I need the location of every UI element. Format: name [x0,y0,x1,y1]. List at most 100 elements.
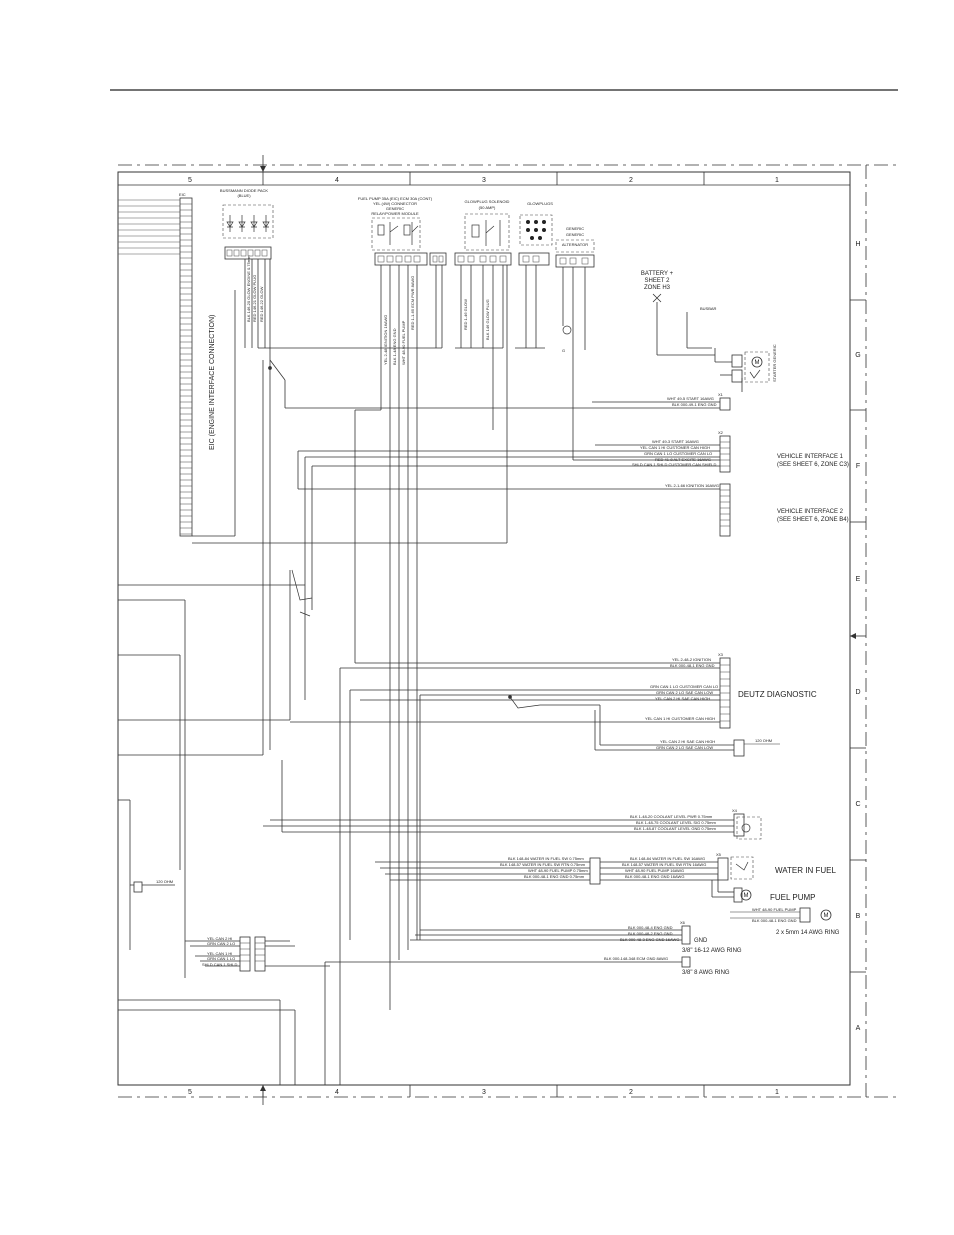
fuel-pump-2: M WHT 48-90 FUEL PUMP BLK 000-48-1 ENG G… [730,907,840,936]
svg-text:GRN CAN 2 LO: GRN CAN 2 LO [207,941,235,946]
term-id: X3 [718,652,724,657]
diode-wire-label: RED 146-21 GLOW PLUG [252,275,257,322]
relay-vertical-wires [380,265,443,1010]
svg-text:YEL (4W) CONNECTOR: YEL (4W) CONNECTOR [373,201,417,206]
svg-text:BLK 000-49-1 ENG GND: BLK 000-49-1 ENG GND [672,402,717,407]
vehicle-interface-2-connector: VEHICLE INTERFACE 2 (SEE SHEET 6, ZONE B… [719,483,849,537]
fuel-pump-relay: FUEL PUMP 35A (EIC) ECM 30A (CONT) YEL (… [358,196,447,266]
svg-text:GLOWPLUGS: GLOWPLUGS [527,201,553,206]
svg-text:120 OHM: 120 OHM [755,738,772,743]
term-id: X6 [680,920,686,925]
gnd-stud: GND 3/8" 16-12 AWG RING [681,925,742,954]
col-label: 2 [629,1089,633,1096]
svg-text:BLK 146 GLOW PLUG: BLK 146 GLOW PLUG [485,299,490,340]
svg-text:DEUTZ DIAGNOSTIC: DEUTZ DIAGNOSTIC [738,690,817,699]
svg-text:WHT 48-90 FUEL PUMP 16AWG: WHT 48-90 FUEL PUMP 16AWG [625,868,684,873]
col-label: 2 [629,177,633,184]
coolant-level-sensor [733,813,762,840]
svg-text:SHEET 2: SHEET 2 [645,278,671,284]
svg-text:BUSSMANN DIODE PACK: BUSSMANN DIODE PACK [220,188,268,193]
svg-text:(50 AMP): (50 AMP) [479,205,496,210]
center-arrow-right [850,633,856,639]
col-label: 1 [775,1089,779,1096]
svg-text:RED 1-1-65 ECM PWR 8AWG: RED 1-1-65 ECM PWR 8AWG [410,276,415,330]
diode-wire-label: BLK 146-20 GLOW ENGINE 0.75mm [246,255,251,322]
term-id: X1 [718,392,724,397]
row-label: A [856,1025,861,1032]
col-label: 1 [775,177,779,184]
svg-text:RED 41-8 ALT EXCITE 16AWG: RED 41-8 ALT EXCITE 16AWG [655,457,711,462]
svg-text:SHLD CAN 1 SHLD CUSTOMER CAN S: SHLD CAN 1 SHLD CUSTOMER CAN SHIELD [632,462,717,467]
diode-wire-label: RED 146-22 GLOW [259,286,264,322]
svg-text:YEL CAN 2 HI SAE CAN HIGH: YEL CAN 2 HI SAE CAN HIGH [655,696,710,701]
svg-text:BLK 000-48-1 ENG GND: BLK 000-48-1 ENG GND [752,918,797,923]
svg-text:GENERIC: GENERIC [386,206,404,211]
svg-text:GENERIC: GENERIC [566,226,584,231]
col-label: 3 [482,1089,486,1096]
eic-tag: EIC [179,192,186,197]
svg-text:BLK 000-48-1 ENG GND 16AWG: BLK 000-48-1 ENG GND 16AWG [625,874,684,879]
svg-text:YEL 2-1-66 IGNITION 16AWG: YEL 2-1-66 IGNITION 16AWG [665,483,719,488]
vehicle-interface-1-connector: VEHICLE INTERFACE 1 (SEE SHEET 6, ZONE C… [719,435,849,473]
svg-text:M: M [824,913,829,919]
term-id: X5 [716,852,722,857]
glowplug-solenoid: GLOWPLUG SOLENOID (50 AMP) [454,199,512,266]
svg-text:M: M [755,360,760,366]
alternator: GENERIC GENERIC ALTERNATOR [555,226,595,335]
svg-text:WATER IN FUEL: WATER IN FUEL [775,866,836,875]
svg-text:WHT 49-5 START 16AWG: WHT 49-5 START 16AWG [667,396,714,401]
wif-mid-connector [589,857,601,885]
svg-text:SHLD CAN 1 SHLD: SHLD CAN 1 SHLD [202,962,237,967]
svg-text:GRN CAN 2 LO SAE CAN LOW: GRN CAN 2 LO SAE CAN LOW [656,690,713,695]
term-id: X4 [732,808,738,813]
busbar-label: BUSBAR [700,306,717,311]
svg-text:GENERIC: GENERIC [566,232,584,237]
col-label: 4 [335,1089,339,1096]
solenoid-wires [455,265,504,430]
svg-text:WHT 48-90 FUEL PUMP: WHT 48-90 FUEL PUMP [401,320,406,365]
svg-text:STARTER GENERIC: STARTER GENERIC [772,344,777,382]
svg-text:BLK 148-84 WATER IN FUEL SW 16: BLK 148-84 WATER IN FUEL SW 16AWG [630,856,705,861]
svg-text:(SEE SHEET 6, ZONE B4): (SEE SHEET 6, ZONE B4) [777,517,849,523]
row-label: D [855,689,860,696]
svg-text:GRN CAN 1 LO CUSTOMER CAN LO: GRN CAN 1 LO CUSTOMER CAN LO [650,684,718,689]
svg-text:YEL 2-48 IGNITION 16AWG: YEL 2-48 IGNITION 16AWG [383,315,388,365]
can-bus-block: YEL CAN 2 HI GRN CAN 2 LO YEL CAN 1 HI G… [202,936,266,972]
svg-text:ZONE H3: ZONE H3 [644,285,671,291]
eic-label: EIC (ENGINE INTERFACE CONNECTION) [209,315,216,450]
term-id: X2 [718,430,724,435]
row-dividers [850,299,866,973]
svg-text:3/8" 16-12 AWG RING: 3/8" 16-12 AWG RING [682,948,742,954]
row-label: B [856,913,861,920]
svg-text:GRN CAN 1 LO: GRN CAN 1 LO [207,956,235,961]
svg-text:2 x 5mm 14 AWG RING: 2 x 5mm 14 AWG RING [776,930,840,936]
fuel-pump: M FUEL PUMP [733,887,816,903]
glowplugs: GLOWPLUGS [518,201,553,266]
svg-text:YEL CAN 1 HI: YEL CAN 1 HI [207,951,232,956]
svg-text:FUEL PUMP 35A (EIC) ECM 30A (C: FUEL PUMP 35A (EIC) ECM 30A (CONT) [358,196,433,201]
svg-text:WHT 48-90 FUEL PUMP 0.75mm: WHT 48-90 FUEL PUMP 0.75mm [528,868,588,873]
svg-text:BLK 148-57 WATER IN FUEL SW RT: BLK 148-57 WATER IN FUEL SW RTN 0.75mm [500,862,586,867]
svg-text:BLK 000-48-1 ENG GND 0.75mm: BLK 000-48-1 ENG GND 0.75mm [524,874,585,879]
svg-text:3/8" 8 AWG RING: 3/8" 8 AWG RING [682,970,730,976]
main-routing-wires [118,265,734,1085]
can-terminator: 120 OHM [733,738,780,757]
svg-text:YEL CAN 1 HI CUSTOMER CAN HIGH: YEL CAN 1 HI CUSTOMER CAN HIGH [640,445,710,450]
row-label: G [855,352,860,359]
diode-pack-wires [244,259,271,348]
svg-text:120 OHM: 120 OHM [156,879,173,884]
svg-text:BLK 000-48-4 ENG GND: BLK 000-48-4 ENG GND [628,925,673,930]
svg-text:BLK 1-48-75 COOLANT LEVEL SIG: BLK 1-48-75 COOLANT LEVEL SIG 0.75mm [636,820,716,825]
svg-text:GRN CAN 2 LO SAE CAN LOW: GRN CAN 2 LO SAE CAN LOW [656,745,713,750]
col-label: 5 [188,1089,192,1096]
diode-pack: BUSSMANN DIODE PACK (BLUE) [220,188,274,260]
water-in-fuel-sensor: WATER IN FUEL [717,856,836,881]
svg-text:BLK 148-57 WATER IN FUEL SW RT: BLK 148-57 WATER IN FUEL SW RTN 16AWG [622,862,706,867]
column-labels-bottom: 5 4 3 2 1 [188,1089,779,1096]
svg-text:BLK 000-48-2 ENG GND: BLK 000-48-2 ENG GND [628,931,673,936]
svg-text:(BLUE): (BLUE) [237,193,251,198]
svg-text:RELAY/POWER MODULE: RELAY/POWER MODULE [371,211,419,216]
svg-text:WHT 48-90 FUEL PUMP: WHT 48-90 FUEL PUMP [752,907,797,912]
column-labels-top: 5 4 3 2 1 [188,177,779,184]
svg-text:YEL CAN 2 HI: YEL CAN 2 HI [207,936,232,941]
